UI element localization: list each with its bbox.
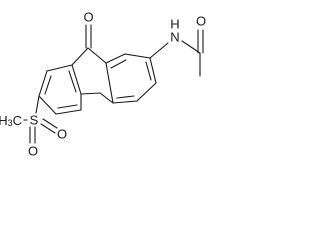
bond-c7-c6: [38, 95, 57, 115]
bond-c9a-c1-double: [110, 59, 127, 69]
methylsulfonyl-group: S H3C O O: [0, 95, 67, 159]
bond-c2-c3: [149, 57, 157, 84]
bond-c9a-c1: [105, 53, 126, 64]
methyl-label: H3C: [0, 113, 22, 129]
chemical-structure-diagram: O N H O S H3C O O: [0, 10, 206, 159]
bond-c4b-c8a-double: [68, 70, 77, 93]
bond-c4-c4a: [112, 100, 138, 104]
amide-hydrogen-label: H: [170, 17, 179, 32]
ketone-oxygen-label: O: [83, 10, 93, 25]
bond-c4b-c8a: [71, 64, 82, 95]
bond-c8-c7: [38, 70, 48, 97]
sulfonyl-oxygen-1-label: O: [28, 144, 38, 159]
bond-c8-c7-double: [44, 75, 52, 95]
sulfonyl-oxygen-2-label: O: [57, 127, 67, 142]
bond-s-o2-double: [42, 118, 58, 129]
ketone-group: O: [83, 10, 94, 49]
bond-s-o2: [40, 123, 56, 134]
amide-oxygen-label: O: [196, 14, 206, 29]
bond-c7-s: [35, 95, 40, 114]
fluorenone-core: [38, 47, 157, 115]
bond-c1-c2: [124, 53, 151, 59]
bond-n-carbonyl: [181, 40, 201, 54]
bond-c9-c8a: [71, 47, 89, 66]
acetamide-group: N H O: [149, 14, 206, 77]
bond-c4-c4a-double: [116, 95, 135, 99]
bond-c6-c5: [55, 109, 82, 115]
bond-c9-c9a: [87, 47, 107, 64]
bond-c4a-c4b: [80, 92, 101, 95]
amide-nitrogen-label: N: [170, 30, 179, 45]
bond-c3-c3-double: [145, 61, 152, 81]
bond-c6-c5-double: [57, 104, 78, 109]
bond-c4b-link: [99, 92, 114, 104]
bond-c4a-c9a: [105, 62, 114, 104]
sulfur-label: S: [30, 113, 39, 128]
bond-c8a-c8: [46, 64, 73, 72]
bond-c3-c4: [136, 82, 157, 102]
bond-c2-n: [149, 42, 169, 59]
